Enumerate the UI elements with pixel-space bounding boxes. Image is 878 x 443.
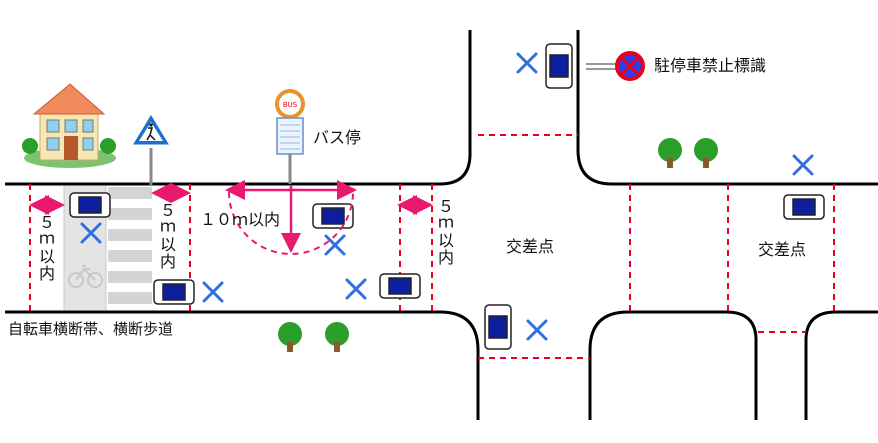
five-meter-label-mid: ５ｍ以内 <box>157 202 176 270</box>
x-mark-icon <box>80 52 814 341</box>
bicycle-icon <box>68 265 103 288</box>
intersection-label-right: 交差点 <box>758 240 807 259</box>
five-meter-label-left: ５ｍ以内 <box>36 214 55 282</box>
pedestrian-crossing-sign-icon <box>133 115 169 186</box>
five-meter-measures <box>29 183 433 215</box>
car-icon <box>69 43 825 350</box>
ten-meter-measure <box>225 180 357 255</box>
bus-stop-icon <box>275 89 305 184</box>
five-meter-label-right: ５ｍ以内 <box>435 198 454 266</box>
no-parking-sign-label: 駐停車禁止標識 <box>654 56 767 75</box>
crosswalk-caption: 自転車横断帯、横断歩道 <box>8 320 174 338</box>
no-parking-sign-icon <box>586 51 645 81</box>
ten-meter-label: １０ｍ以内 <box>200 210 281 229</box>
zone-boundaries <box>29 134 835 359</box>
intersection-label-left: 交差点 <box>506 237 555 256</box>
bus-sign-label: BUS <box>283 101 298 109</box>
tree-icon <box>278 138 718 352</box>
bus-stop-label: バス停 <box>313 128 362 147</box>
road-edges <box>5 30 878 420</box>
house-icon <box>22 83 116 168</box>
